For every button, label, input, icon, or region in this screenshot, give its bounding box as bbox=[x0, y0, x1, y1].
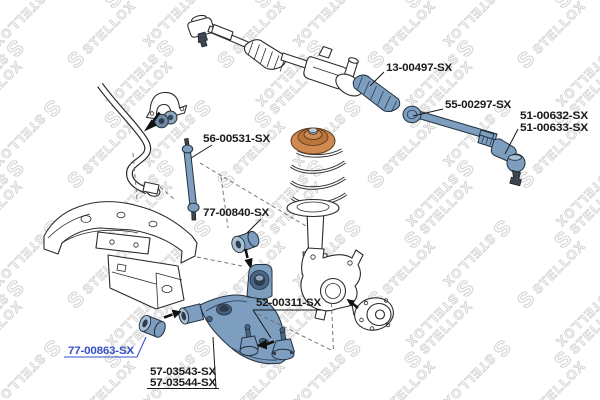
svg-text:S: S bbox=[152, 395, 178, 400]
svg-text:STELLOX: STELLOX bbox=[0, 351, 49, 400]
strut-mount-drawing bbox=[290, 127, 336, 155]
control-arm-part bbox=[178, 264, 293, 365]
svg-text:S: S bbox=[452, 395, 478, 400]
rear-bushing-part bbox=[231, 230, 260, 254]
svg-text:STELLOX: STELLOX bbox=[379, 0, 438, 57]
outer-tie-rod-stud bbox=[509, 170, 522, 187]
label-outer-tie-rod-b: 51-00633-SX bbox=[520, 122, 589, 134]
arrow-hub-to-knuckle-icon bbox=[346, 299, 359, 310]
assembly-guide-lines bbox=[132, 152, 334, 353]
svg-text:S: S bbox=[302, 395, 328, 400]
arm-ball-joint-drawing bbox=[239, 323, 259, 357]
steering-boot-part bbox=[352, 74, 401, 113]
front-bushing-part bbox=[138, 314, 166, 338]
outer-tie-rod-part bbox=[477, 134, 526, 187]
label-rear-bushing: 77-00840-SX bbox=[203, 207, 270, 219]
arrow-balljoint-to-arm-icon bbox=[256, 339, 275, 350]
label-control-arm-a: 57-03543-SX bbox=[150, 366, 217, 378]
knuckle-drawing bbox=[300, 247, 364, 321]
svg-text:STELLOX: STELLOX bbox=[529, 0, 588, 57]
label-stabilizer-link: 56-00531-SX bbox=[203, 133, 271, 145]
label-control-arm-b: 57-03544-SX bbox=[150, 377, 217, 389]
label-inner-tie-rod: 55-00297-SX bbox=[445, 99, 512, 111]
svg-text:S: S bbox=[2, 395, 28, 400]
stabilizer-link-part bbox=[181, 137, 200, 221]
inner-tie-rod-part bbox=[402, 105, 498, 142]
svg-text:STELLOX: STELLOX bbox=[440, 351, 499, 400]
subframe-drawing bbox=[43, 181, 198, 310]
stabilizer-bushing-part bbox=[154, 110, 178, 129]
arrow-bushing-to-sleeve-icon bbox=[163, 309, 182, 319]
tie-rod-end-stud bbox=[197, 31, 208, 48]
hub-drawing bbox=[351, 297, 394, 331]
arrow-to-stabilizer-mount-icon bbox=[144, 111, 161, 132]
label-outer-tie-rod-a: 51-00632-SX bbox=[520, 110, 589, 122]
label-ball-joint: 52-00311-SX bbox=[256, 297, 322, 309]
label-leader-lines bbox=[64, 71, 519, 389]
ball-joint-part bbox=[271, 326, 295, 361]
label-steering-boot: 13-00497-SX bbox=[386, 62, 453, 74]
label-front-bushing[interactable]: 77-00863-SX bbox=[68, 345, 135, 357]
svg-text:STELLOX: STELLOX bbox=[290, 351, 349, 400]
steering-rack-drawing bbox=[187, 14, 401, 113]
svg-text:STELLOX: STELLOX bbox=[79, 0, 138, 57]
